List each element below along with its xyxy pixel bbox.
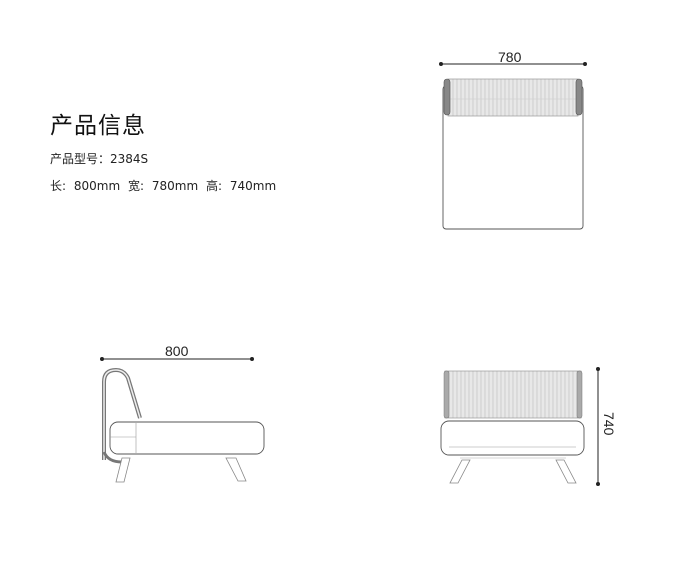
width-value: 780mm xyxy=(151,179,199,193)
height-value: 740mm xyxy=(229,179,277,193)
model-line: 产品型号：2384S xyxy=(50,150,148,167)
top-view-drawing xyxy=(439,62,587,230)
length-label: 长: xyxy=(50,179,67,193)
length-value: 800mm xyxy=(73,179,121,193)
model-value: 2384S xyxy=(110,152,149,166)
model-label: 产品型号： xyxy=(50,152,111,166)
side-view-drawing xyxy=(100,357,265,483)
dimensions-line: 长: 800mm 宽: 780mm 高: 740mm xyxy=(50,177,280,194)
top-view-dimension: 780 xyxy=(498,49,522,65)
side-view-dimension: 800 xyxy=(165,343,189,359)
front-view-drawing xyxy=(440,367,600,486)
page-title: 产品信息 xyxy=(50,113,146,139)
height-label: 高: xyxy=(206,179,223,193)
width-label: 宽: xyxy=(128,179,145,193)
